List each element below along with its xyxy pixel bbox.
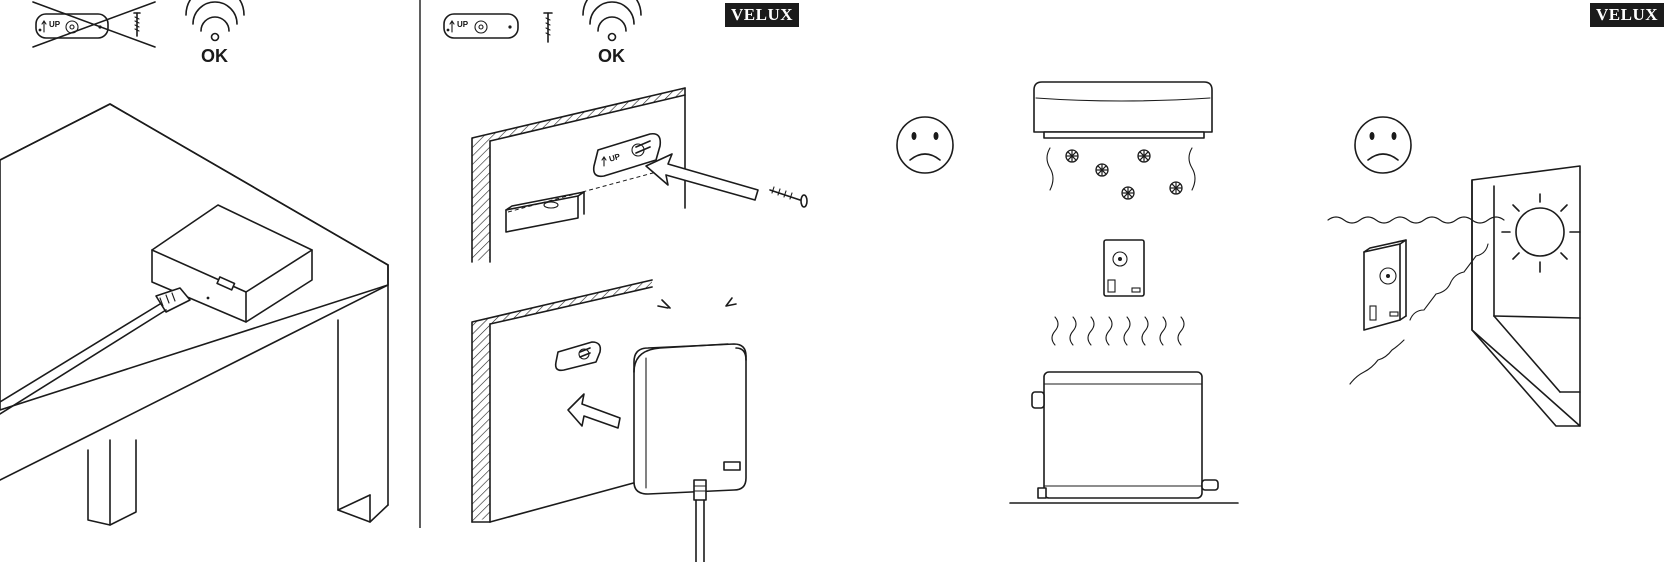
sad-face-icon <box>1355 117 1411 173</box>
sensor-device-illustration <box>1364 240 1406 330</box>
wall-upper-illustration: UP <box>472 88 807 262</box>
wall-bracket-icon: UP <box>444 14 518 38</box>
screw-icon <box>544 13 552 42</box>
panel-wall-mount: UP <box>444 0 807 562</box>
panel-table-placement: UP <box>0 0 388 525</box>
gateway-hub-wall <box>634 344 746 562</box>
sensor-device-illustration <box>1104 240 1144 296</box>
panel-avoid-temperature-sources <box>897 82 1238 503</box>
wifi-ok-label: OK <box>598 46 625 67</box>
air-conditioner-illustration <box>1034 82 1212 199</box>
wifi-signal-icon <box>583 0 641 41</box>
velux-logo: VELUX <box>725 3 799 27</box>
radiator-illustration <box>1010 317 1238 503</box>
window-illustration <box>1472 166 1580 426</box>
table-illustration <box>0 104 388 525</box>
velux-logo: VELUX <box>1590 3 1664 27</box>
wifi-signal-icon <box>186 0 244 41</box>
panel-avoid-direct-sunlight <box>1328 117 1580 426</box>
snowflake-icon <box>1066 150 1182 199</box>
hub-up-label: UP <box>457 20 469 29</box>
screw-icon <box>770 187 807 207</box>
screw-icon <box>134 13 140 36</box>
wifi-ok-label: OK <box>201 46 228 67</box>
hub-up-label: UP <box>49 20 61 29</box>
sad-face-icon <box>897 117 953 173</box>
